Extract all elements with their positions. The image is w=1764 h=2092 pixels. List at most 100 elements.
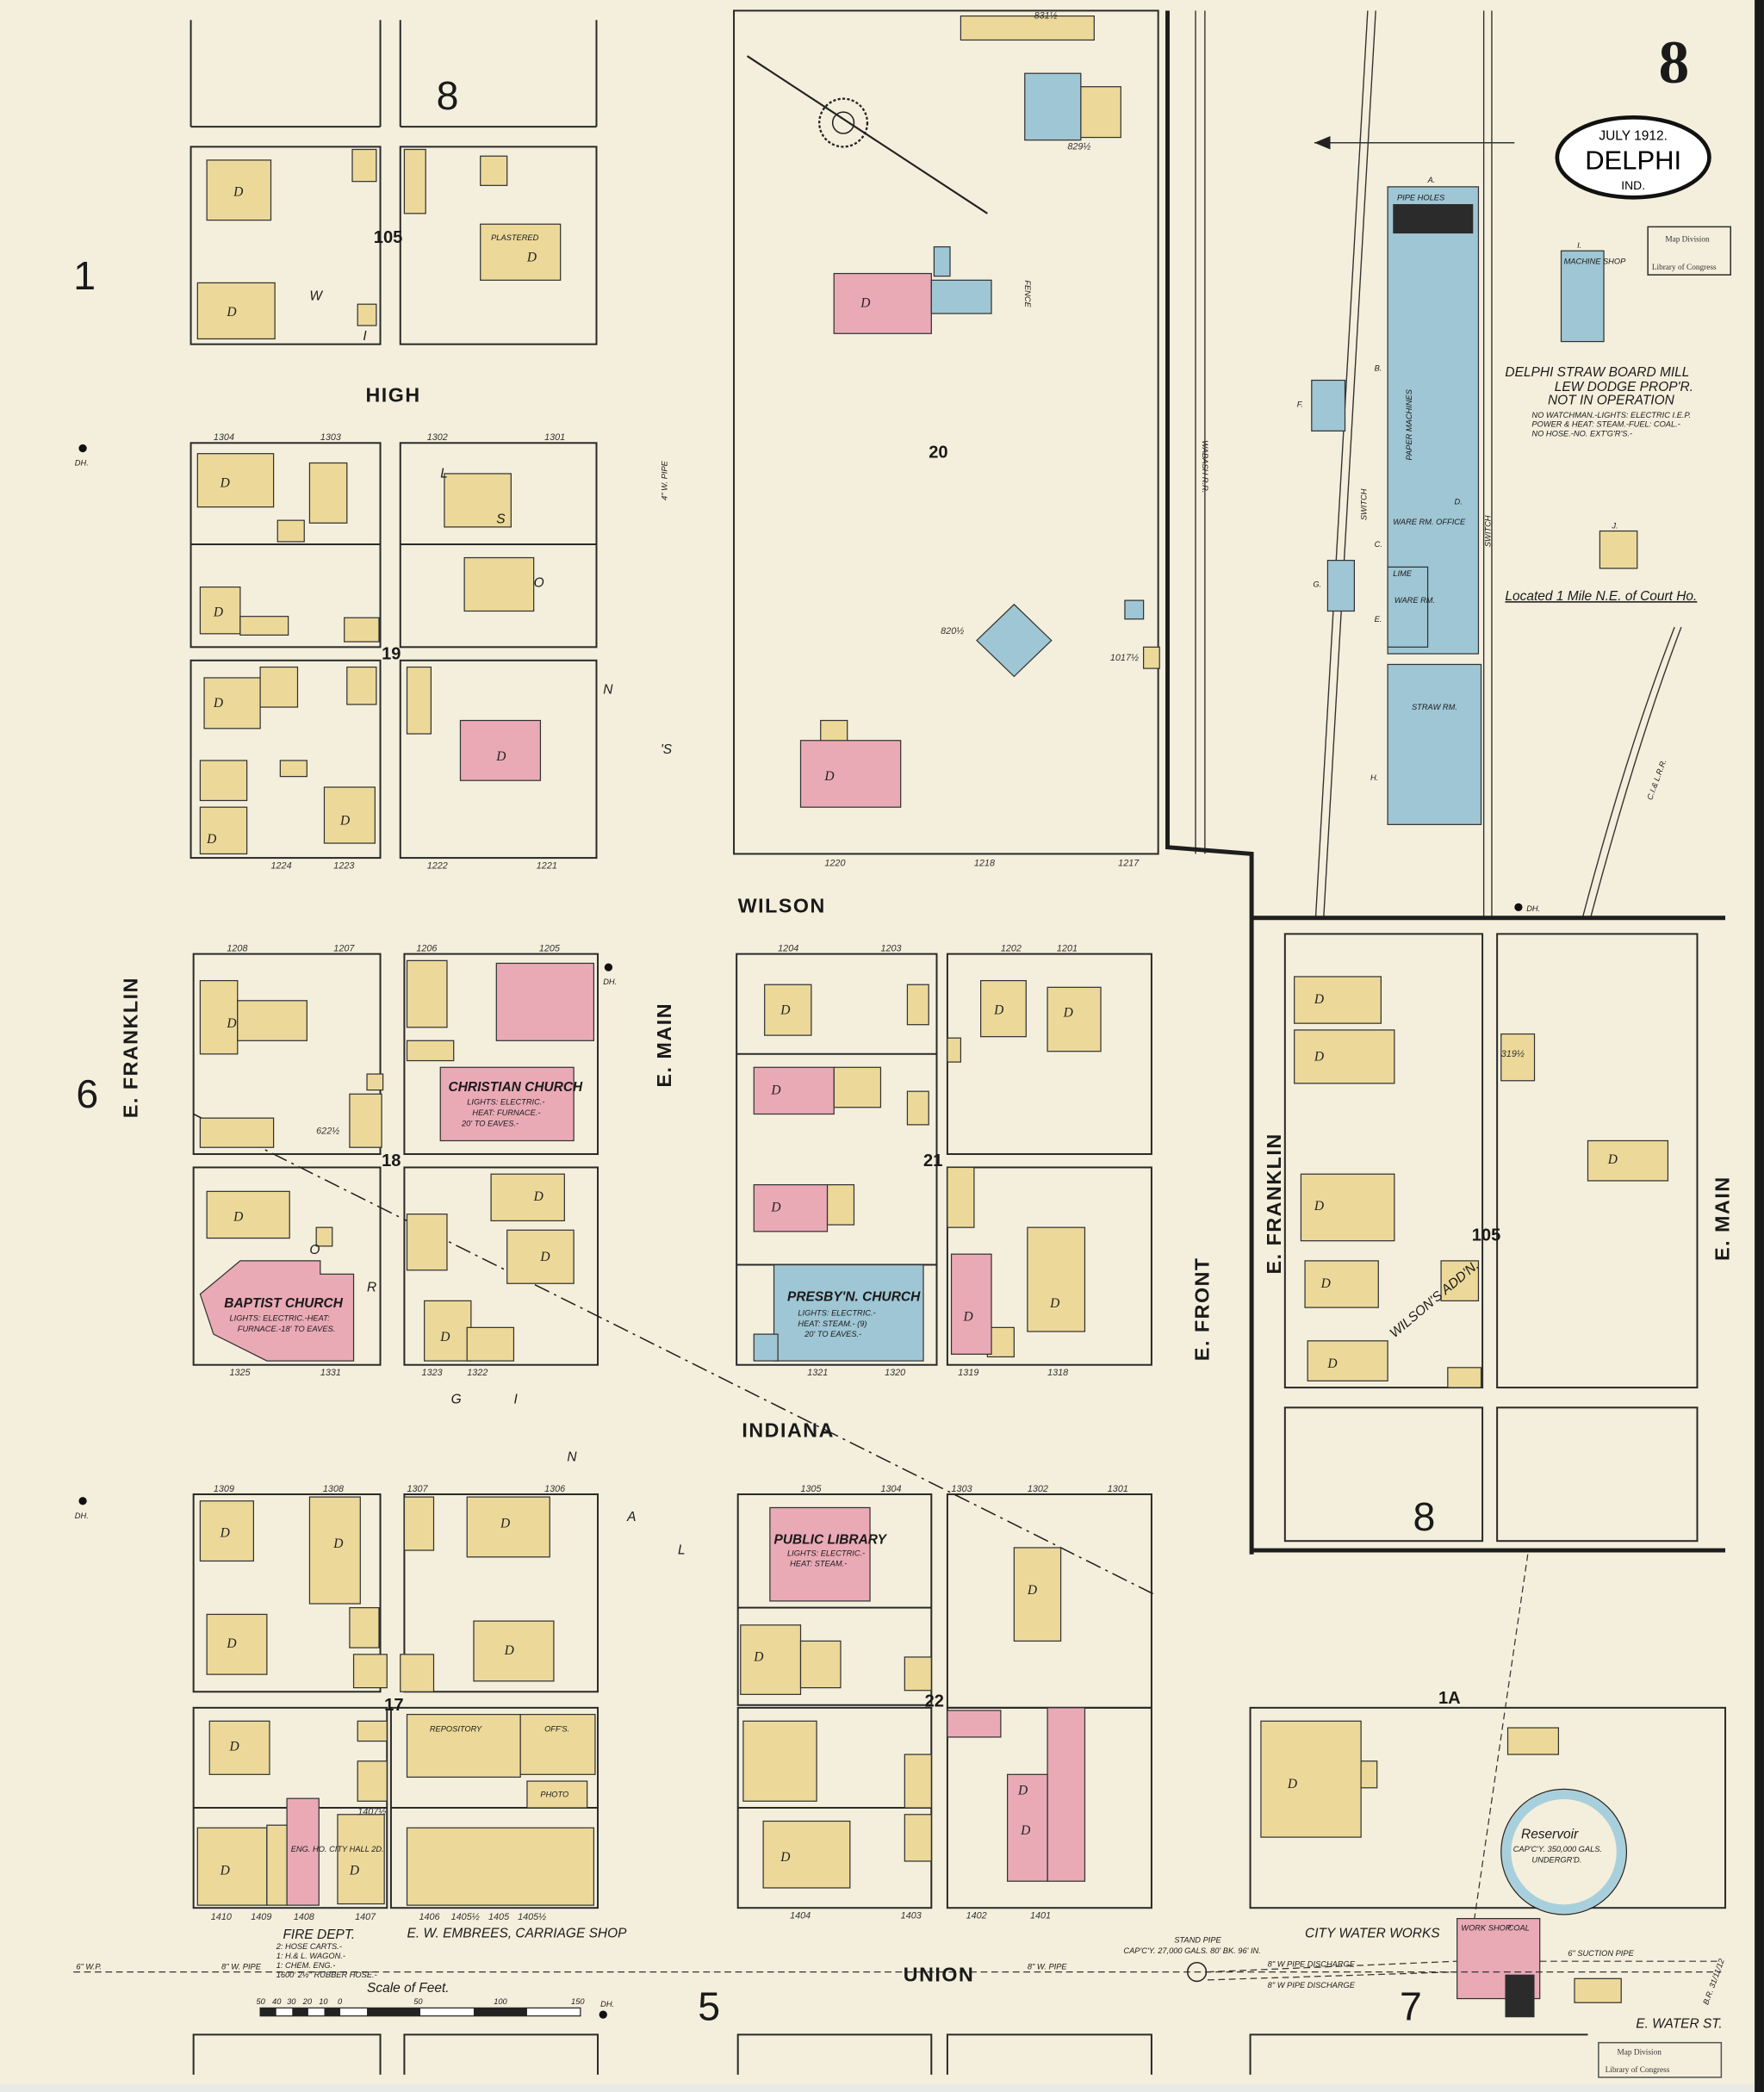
christian-church-label: CHRISTIAN CHURCH xyxy=(449,1080,584,1095)
switch-label: SWITCH xyxy=(1483,515,1492,547)
scale-tick: 50 xyxy=(413,1997,423,2006)
subdivision-letter: O xyxy=(309,1243,320,1257)
map-label: 1331 xyxy=(320,1368,341,1378)
map-label: D xyxy=(780,1850,790,1865)
map-label: D xyxy=(1287,1777,1297,1791)
map-label: 1201 xyxy=(1057,944,1078,954)
map-label: 1: H.& L. WAGON.- xyxy=(276,1952,345,1960)
subdivision-letter: N xyxy=(603,683,613,698)
map-label: D xyxy=(1314,992,1324,1007)
adjoining-sheet: 8 xyxy=(1413,1494,1436,1539)
scale-bar: Scale of Feet. 50 40 30 20 10 0 50 100 1… xyxy=(256,1981,585,2017)
map-label: DH. xyxy=(1526,904,1540,913)
map-label: D xyxy=(220,1863,230,1878)
map-label: D xyxy=(860,295,870,310)
map-label: FURNACE.-18' TO EAVES. xyxy=(238,1325,336,1333)
map-label: D xyxy=(753,1650,763,1665)
street-e-water: E. WATER ST. xyxy=(1636,2017,1722,2032)
map-label: 4" W. PIPE xyxy=(661,460,669,500)
block-number: 105 xyxy=(1472,1226,1501,1245)
mill-status: NOT IN OPERATION xyxy=(1548,393,1675,407)
engine-house-label: ENG. HO. CITY HALL 2D. xyxy=(291,1845,384,1853)
block-number: 20 xyxy=(929,443,947,462)
adjoining-sheet: 1 xyxy=(73,253,96,298)
map-label: 1301 xyxy=(544,432,565,443)
fire-dept-label: FIRE DEPT. xyxy=(283,1927,355,1942)
map-label: D xyxy=(780,1003,790,1017)
subdivision-letter: W xyxy=(309,289,323,304)
scale-tick: 40 xyxy=(272,1997,282,2006)
street-e-front: E. FRONT xyxy=(1191,1257,1214,1361)
subdivision-letter: G xyxy=(451,1393,462,1407)
map-label: 1405 xyxy=(488,1912,510,1922)
block-outlines xyxy=(189,9,1727,2075)
map-label: 8" W PIPE DISCHARGE xyxy=(1268,1981,1356,1990)
map-label: D xyxy=(770,1201,780,1215)
map-label: 622½ xyxy=(316,1127,339,1137)
map-label: 1407 xyxy=(355,1912,376,1922)
mill-owner: LEW DODGE PROP'R. xyxy=(1555,380,1693,394)
map-label: CAP'C'Y. 27,000 GALS. 80' BK. 96' IN. xyxy=(1123,1946,1260,1955)
map-label: 8" W. PIPE xyxy=(221,1962,262,1971)
street-e-main: E. MAIN xyxy=(653,1003,675,1088)
map-label: D xyxy=(823,769,834,784)
map-label: 6" W.P. xyxy=(76,1962,102,1971)
map-label: E. xyxy=(1375,615,1382,624)
subdivision-letter: N xyxy=(567,1450,577,1464)
map-label: 1309 xyxy=(214,1484,234,1494)
adjoining-sheet: 6 xyxy=(76,1071,98,1116)
street-e-main-addn: E. MAIN xyxy=(1711,1176,1734,1261)
map-label: 2: HOSE CARTS.- xyxy=(276,1942,342,1951)
map-label: 1208 xyxy=(227,944,247,954)
map-label: 8" W. PIPE xyxy=(1028,1962,1068,1971)
paper-machines-label: PAPER MACHINES xyxy=(1405,388,1413,460)
map-label: 820½ xyxy=(941,626,964,636)
map-label: 1402 xyxy=(966,1911,987,1921)
reservoir-label: Reservoir xyxy=(1521,1828,1579,1842)
map-label: D xyxy=(233,185,243,200)
map-date: JULY 1912. xyxy=(1599,129,1667,144)
subdivision-letter: O xyxy=(534,576,544,591)
map-label: 1403 xyxy=(901,1911,922,1921)
subdivision-letter: L xyxy=(678,1543,686,1558)
map-label: G. xyxy=(1313,580,1321,589)
map-label: 1220 xyxy=(824,858,845,868)
map-label: 1409 xyxy=(251,1912,271,1922)
block-number: 19 xyxy=(382,644,401,663)
map-label: 1406 xyxy=(419,1912,440,1922)
map-label: F. xyxy=(1297,400,1303,408)
scale-tick: 30 xyxy=(287,1997,296,2006)
street-wilson: WILSON xyxy=(738,895,826,917)
map-label: D xyxy=(439,1330,450,1344)
block-number: 17 xyxy=(384,1696,403,1715)
map-label: 1304 xyxy=(880,1484,901,1494)
city-name: DELPHI xyxy=(1585,146,1681,176)
map-label: REPOSITORY xyxy=(430,1725,482,1734)
adjoining-sheets: 8 1 6 5 7 8 xyxy=(73,73,1435,2028)
map-label: 1408 xyxy=(294,1912,314,1922)
map-label: PLASTERED xyxy=(491,233,538,242)
map-label: 1205 xyxy=(539,944,561,954)
map-label: 1405½ xyxy=(451,1912,480,1922)
map-label: 1217 xyxy=(1118,858,1140,868)
map-label: LIGHTS: ELECTRIC.- xyxy=(798,1308,875,1317)
map-label: 1224 xyxy=(271,860,292,871)
street-e-franklin-addn: E. FRANKLIN xyxy=(1263,1133,1285,1274)
city-water-works-label: CITY WATER WORKS xyxy=(1305,1926,1440,1940)
map-label: WARE RM. OFFICE xyxy=(1393,518,1466,526)
map-label: PHOTO xyxy=(540,1791,568,1799)
fence-label: FENCE xyxy=(1023,280,1032,307)
map-label: C. xyxy=(1375,540,1382,549)
map-label: DH. xyxy=(75,459,89,468)
map-label: D. xyxy=(1455,498,1463,506)
map-label: 1323 xyxy=(422,1368,443,1378)
public-library-label: PUBLIC LIBRARY xyxy=(774,1532,888,1547)
map-label: CAP'C'Y. 350,000 GALS. xyxy=(1513,1845,1602,1853)
map-label: A. xyxy=(1427,176,1436,184)
map-label: D xyxy=(228,1739,239,1754)
scale-tick: 100 xyxy=(494,1997,507,2006)
map-label: D xyxy=(504,1643,514,1658)
map-label: J. xyxy=(1611,521,1618,530)
switch-label: SWITCH xyxy=(1359,488,1368,520)
railroads xyxy=(1195,10,1682,918)
